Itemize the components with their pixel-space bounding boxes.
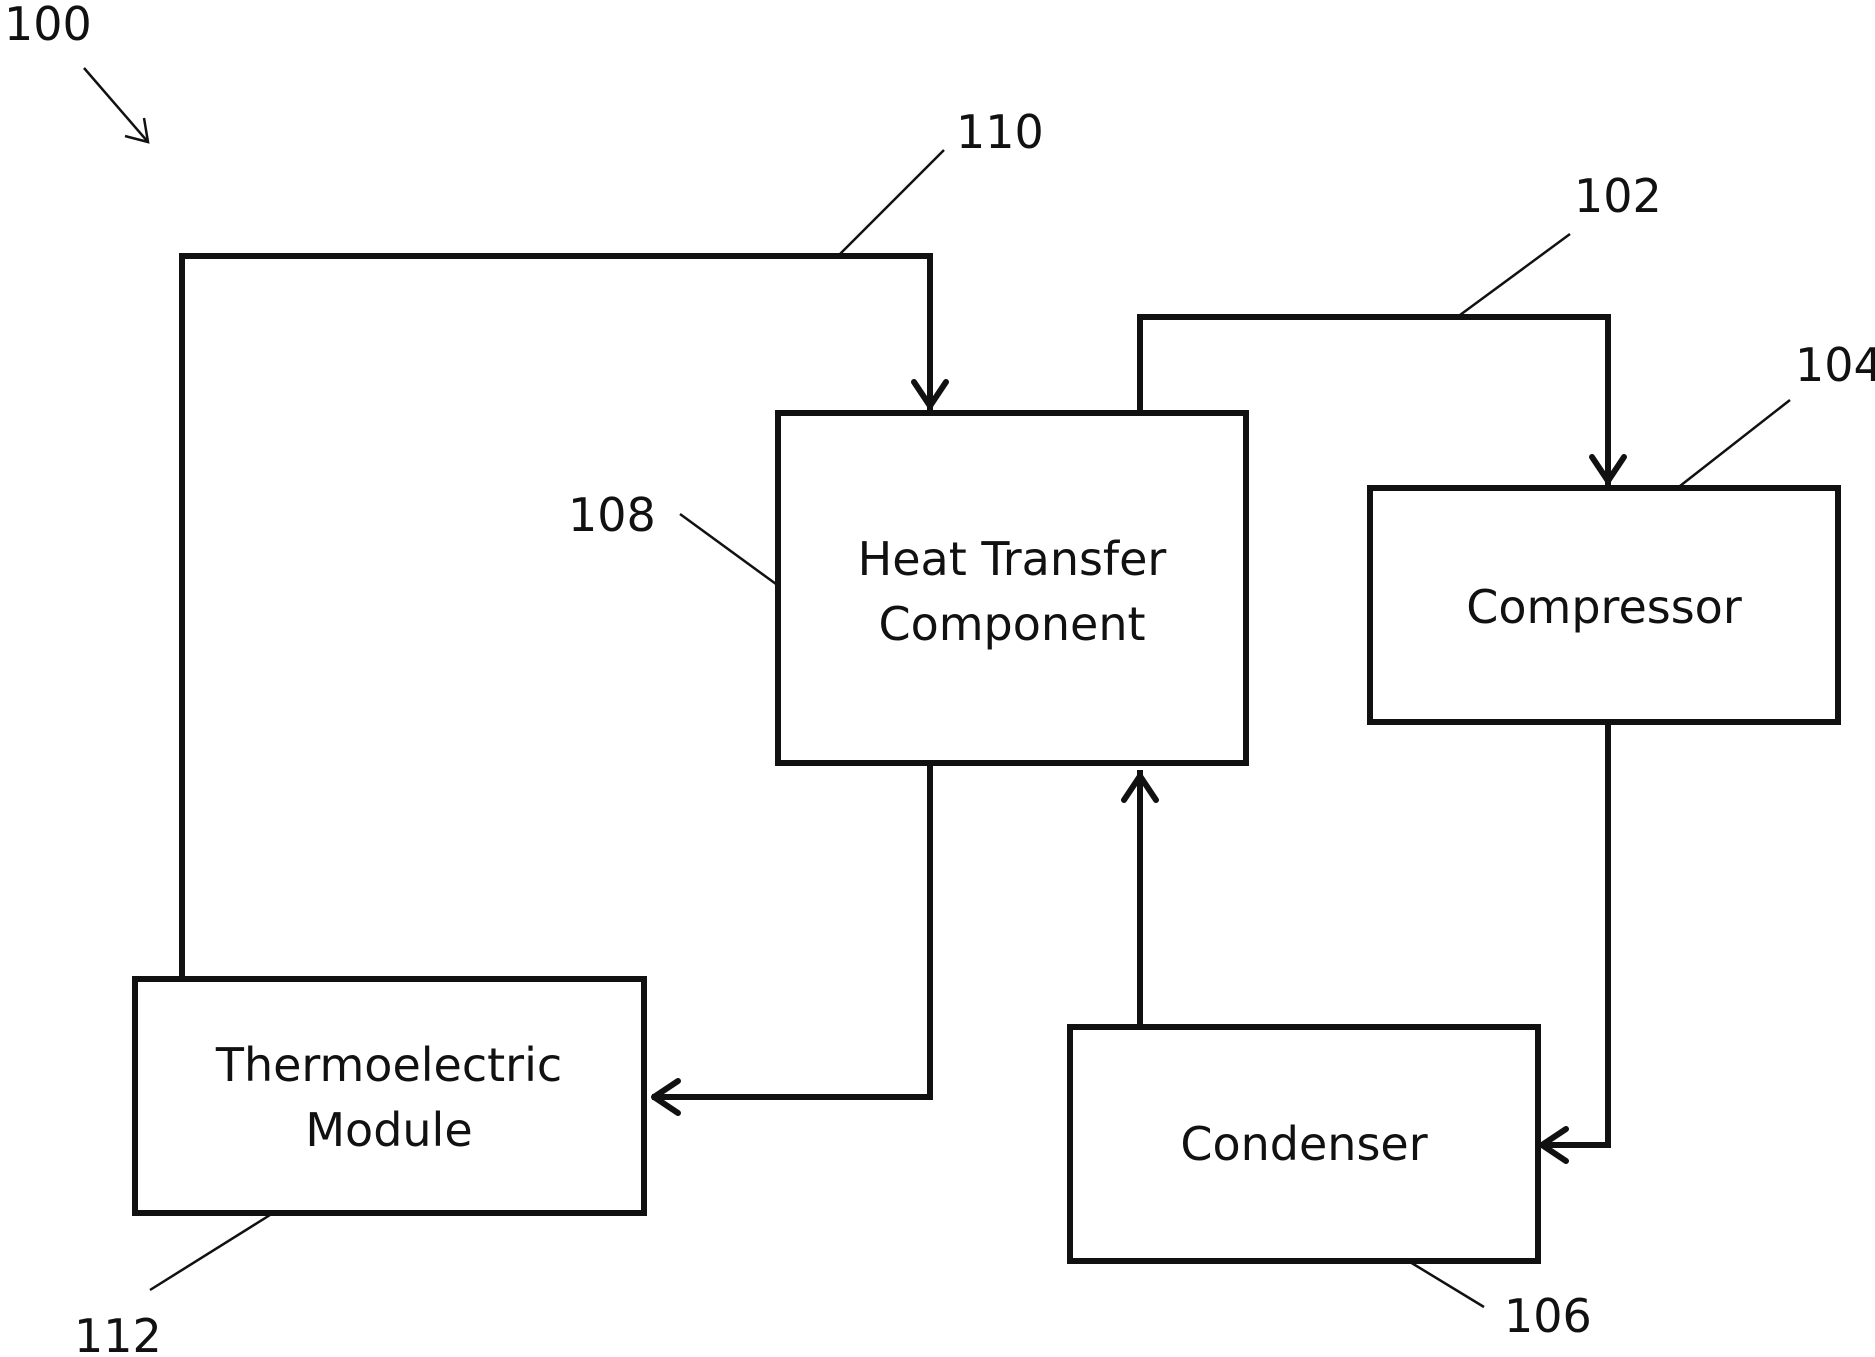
ref-108-label: 108 [568,488,656,542]
compressor-box: Compressor [1370,488,1838,722]
figure-ref-arrow [84,68,148,142]
ref-108: 108 [568,488,776,584]
ref-110: 110 [840,105,1044,254]
condenser-label: Condenser [1180,1117,1427,1171]
heat-transfer-component-box: Heat Transfer Component [778,413,1246,763]
thermoelectric-label-line2: Module [305,1103,472,1157]
ref-104: 104 [1680,338,1875,486]
ref-104-label: 104 [1795,338,1875,392]
ref-106-label: 106 [1504,1289,1592,1343]
thermoelectric-module-box: Thermoelectric Module [135,979,644,1213]
heat-transfer-label-line1: Heat Transfer [858,532,1167,586]
ref-110-label: 110 [956,105,1044,159]
compressor-to-condenser-line [1542,724,1608,1145]
compressor-label: Compressor [1466,580,1742,634]
ref-102-label: 102 [1574,169,1662,223]
figure-ref-label: 100 [4,0,92,51]
ref-112-label: 112 [74,1309,162,1357]
ref-102: 102 [1460,169,1662,315]
condenser-box: Condenser [1070,1027,1538,1261]
ref-106: 106 [1410,1262,1592,1343]
heat-transfer-label-line2: Component [878,597,1145,651]
heat-to-thermo-line [652,764,930,1097]
ref-112: 112 [74,1215,270,1357]
thermoelectric-label-line1: Thermoelectric [215,1038,562,1092]
